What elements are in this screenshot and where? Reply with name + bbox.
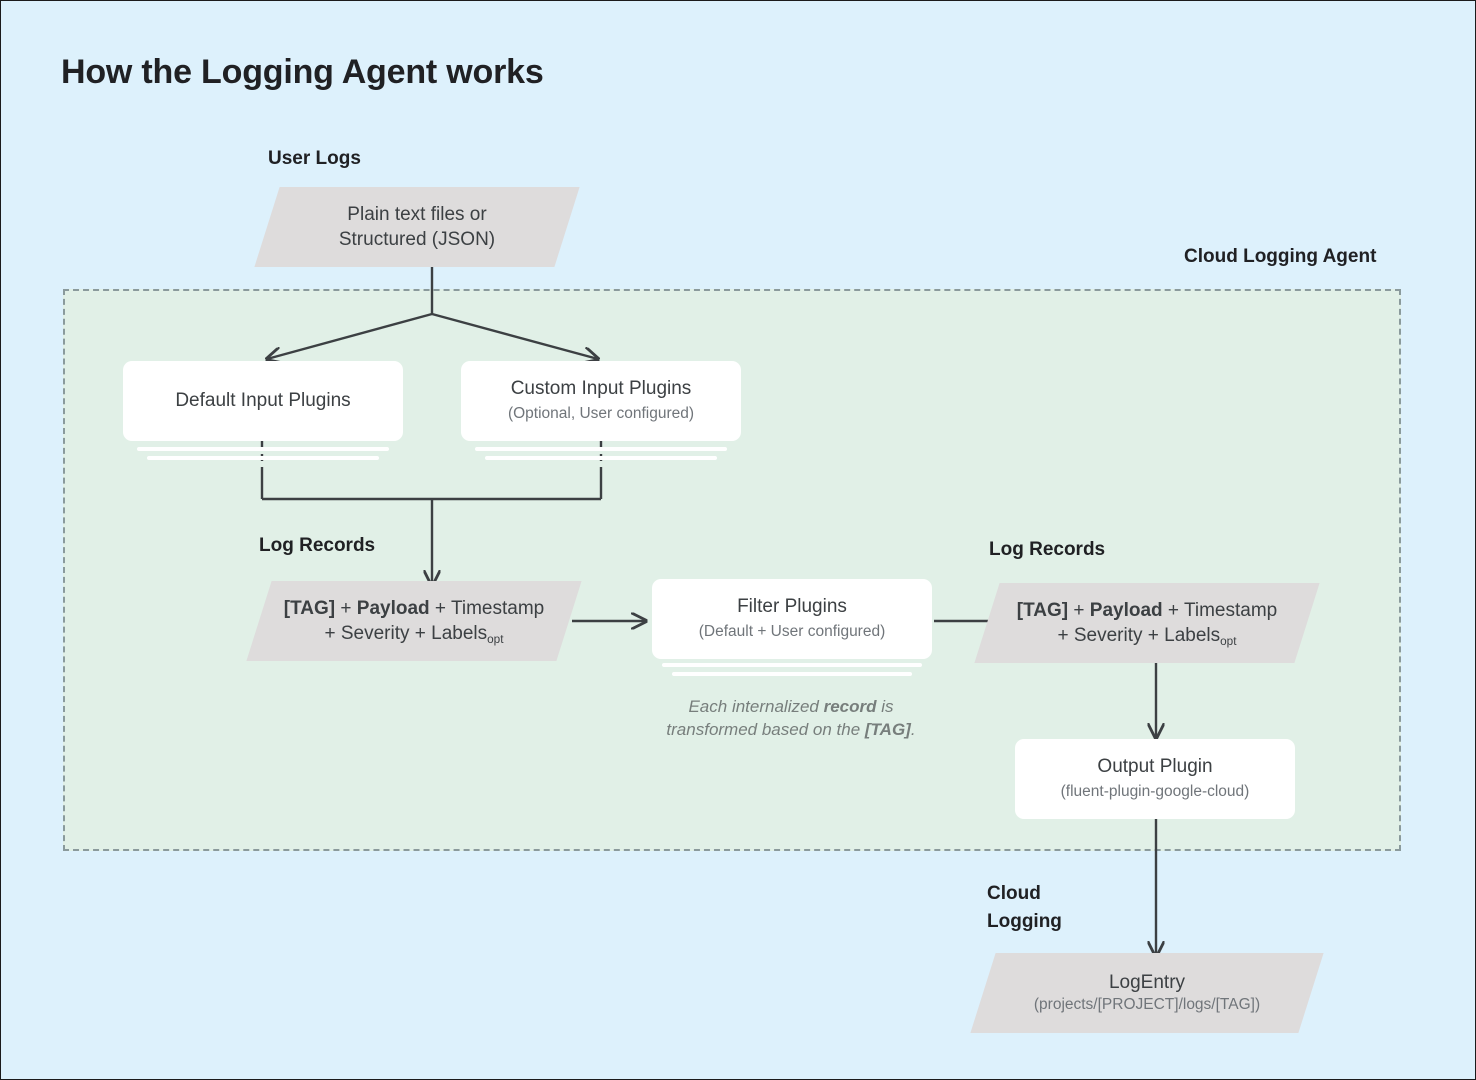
node-custom-input-plugins[interactable]: Custom Input Plugins (Optional, User con… — [461, 361, 741, 441]
cloud-logging-agent-label: Cloud Logging Agent — [1184, 246, 1377, 267]
stack-bar-filter-1 — [662, 663, 922, 667]
user-logs-label: User Logs — [268, 148, 361, 169]
stack-bar-filter-2 — [672, 672, 912, 676]
node-filter-plugins[interactable]: Filter Plugins (Default + User configure… — [652, 579, 932, 659]
node-log-entry: LogEntry (projects/[PROJECT]/logs/[TAG]) — [970, 953, 1324, 1033]
node-log-records-left: [TAG] + Payload + Timestamp + Severity +… — [246, 581, 582, 661]
node-log-records-right: [TAG] + Payload + Timestamp + Severity +… — [974, 583, 1320, 663]
node-label: [TAG] + Payload + Timestamp + Severity +… — [283, 597, 545, 647]
node-label: [TAG] + Payload + Timestamp + Severity +… — [1016, 599, 1278, 649]
transform-note: Each internalized record is transformed … — [666, 697, 916, 740]
log-records-left-label: Log Records — [259, 535, 376, 556]
stack-bar-default-input-1 — [137, 447, 389, 451]
node-label: LogEntry (projects/[PROJECT]/logs/[TAG]) — [1033, 972, 1261, 1014]
stack-bar-custom-input-1 — [475, 447, 727, 451]
node-default-input-plugins[interactable]: Default Input Plugins — [123, 361, 403, 441]
node-output-plugin[interactable]: Output Plugin (fluent-plugin-google-clou… — [1015, 739, 1295, 819]
log-records-right-label: Log Records — [989, 539, 1106, 560]
node-label: Plain text files or Structured (JSON) — [338, 203, 496, 250]
stack-bar-custom-input-2 — [485, 456, 717, 460]
stack-bar-default-input-2 — [147, 456, 379, 460]
node-user-logs-source: Plain text files or Structured (JSON) — [254, 187, 580, 267]
page-title: How the Logging Agent works — [61, 53, 544, 91]
cloud-logging-label: Cloud Logging — [987, 883, 1062, 932]
